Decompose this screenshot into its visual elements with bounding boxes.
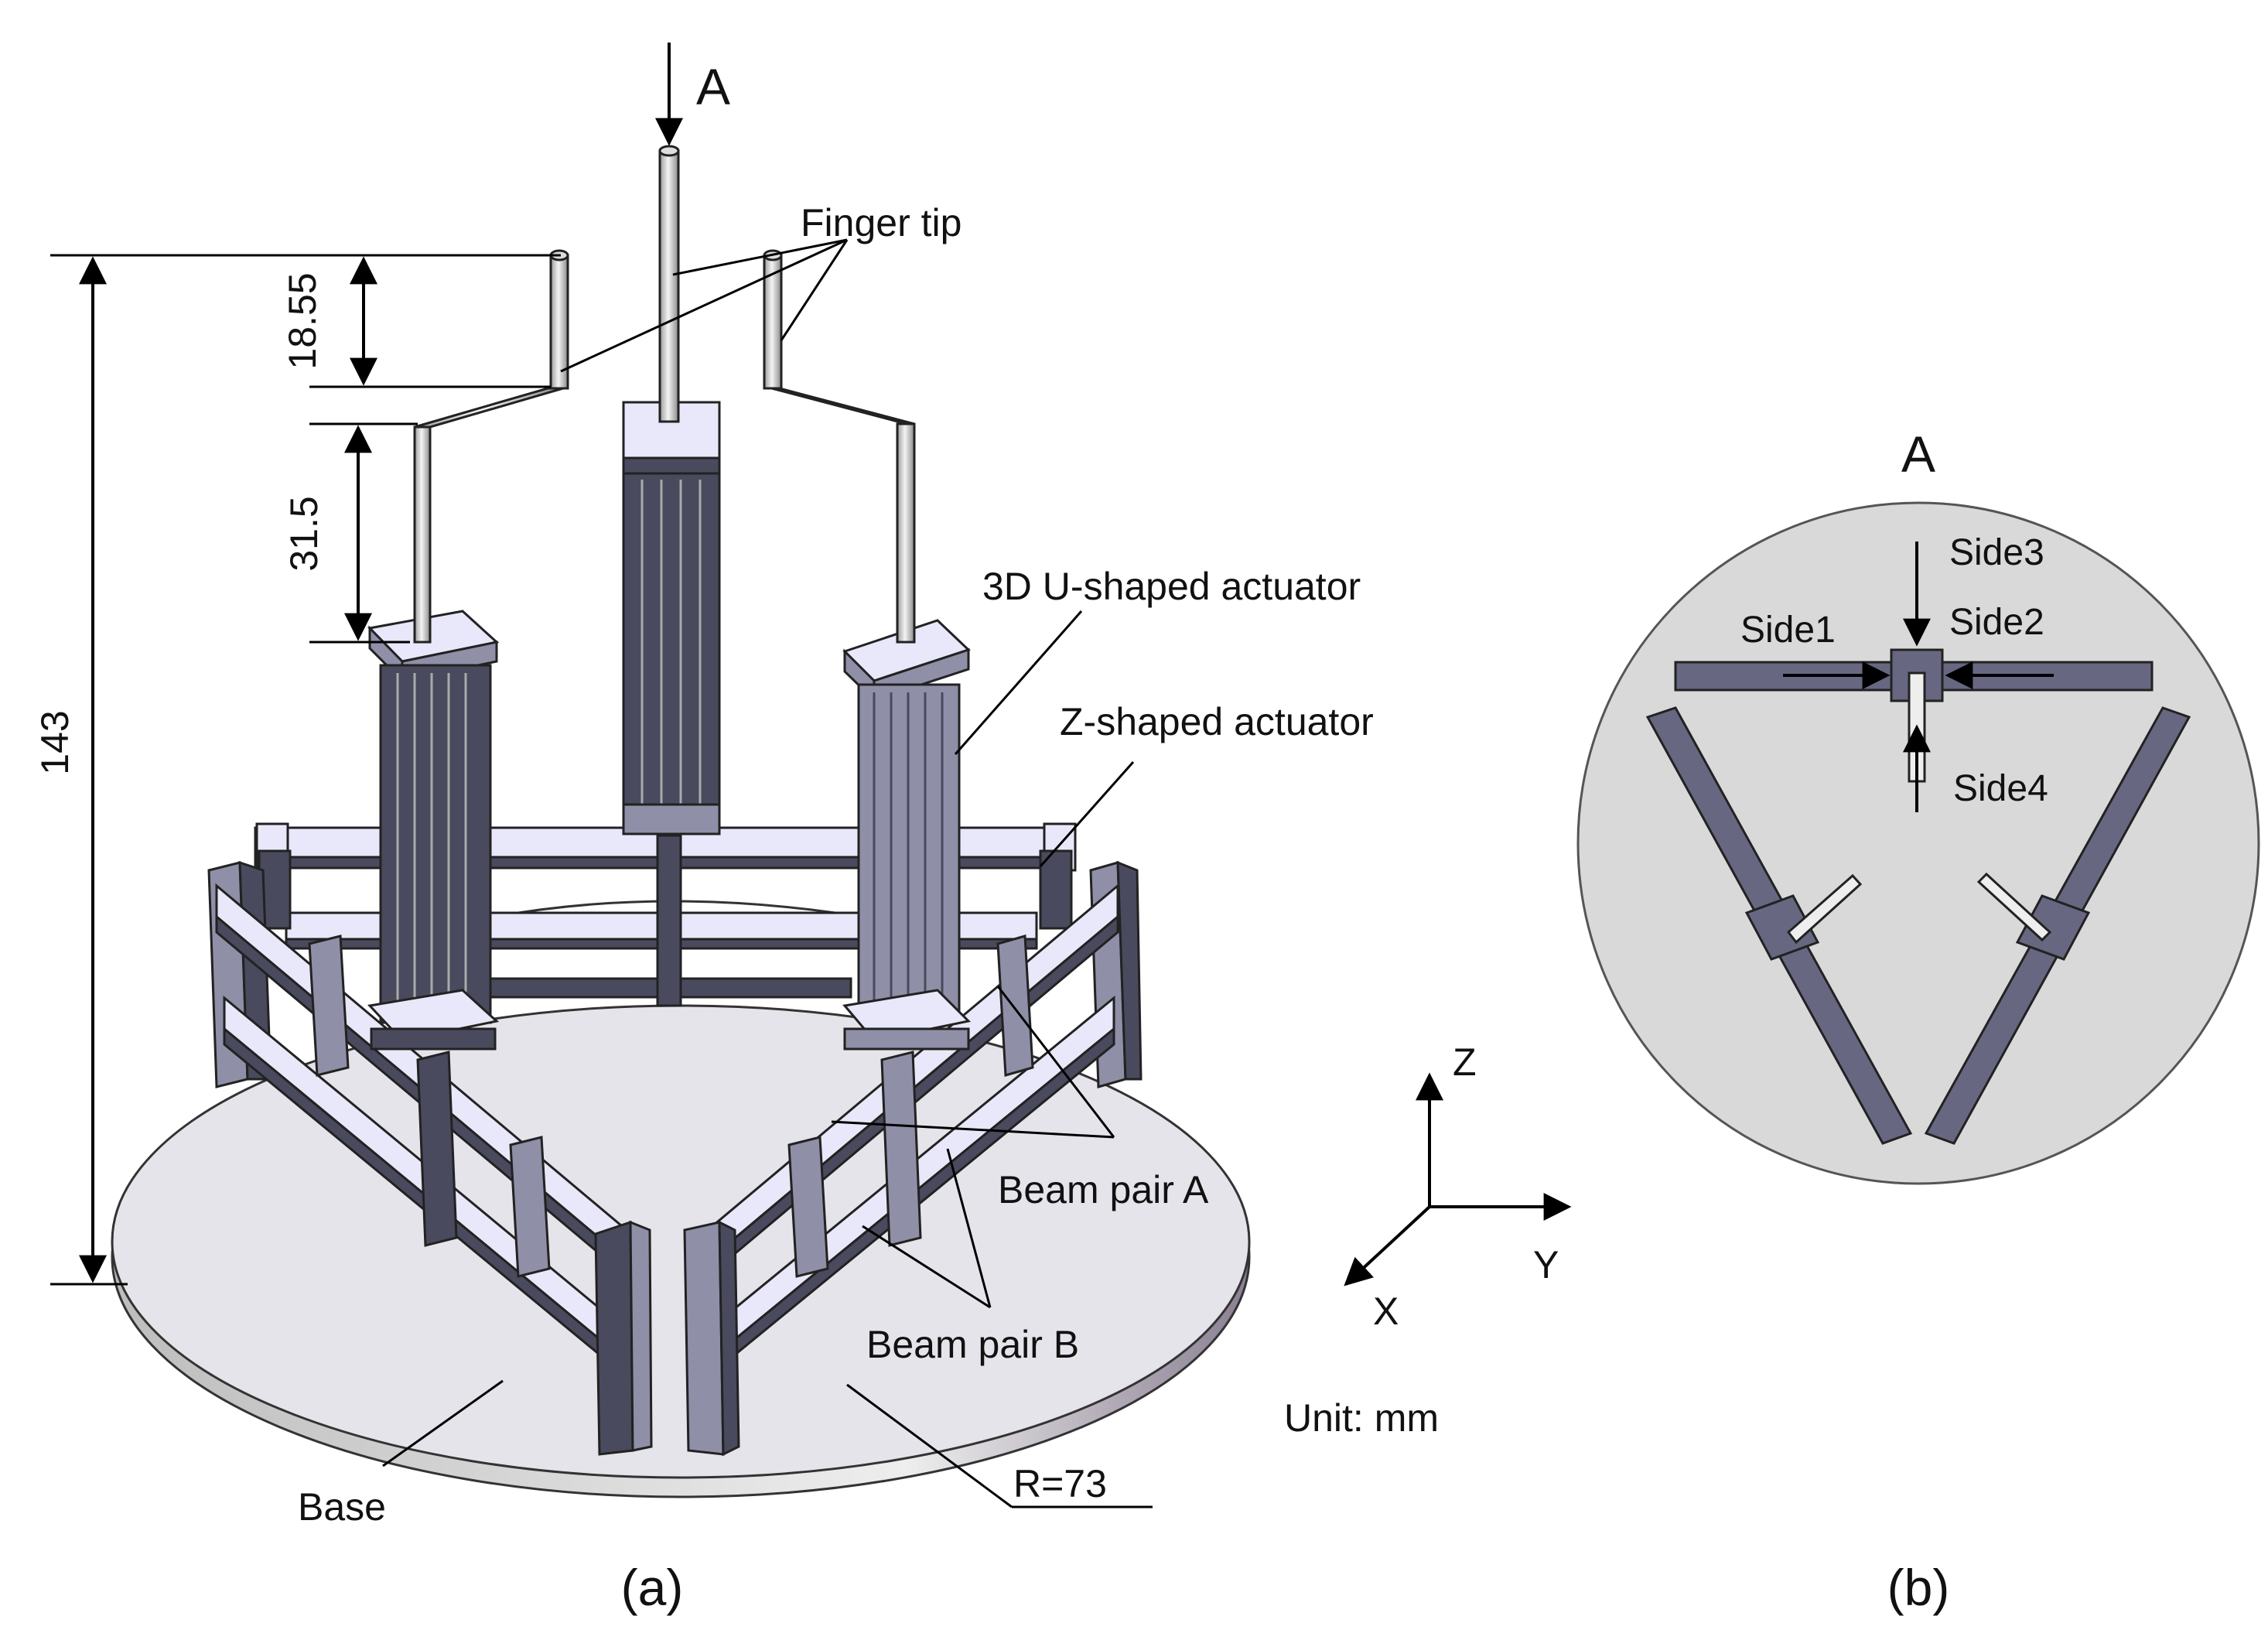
radius-callout: R=73 bbox=[846, 1383, 1153, 1508]
side2-label: Side2 bbox=[1949, 602, 2044, 643]
right-u-actuator bbox=[842, 619, 972, 1051]
center-u-actuator bbox=[622, 401, 721, 835]
left-finger-rod bbox=[413, 249, 569, 644]
z-actuator-label: Z-shaped actuator bbox=[1060, 700, 1374, 743]
unit-label: Unit: mm bbox=[1284, 1396, 1439, 1440]
caption-b: (b) bbox=[1887, 1559, 1950, 1616]
left-diagonal-beam bbox=[1645, 706, 1913, 1145]
dimension-31-5: 31.5 bbox=[282, 422, 418, 644]
dim-31-5-label: 31.5 bbox=[282, 496, 326, 571]
right-beam-frame bbox=[683, 860, 1143, 1457]
side3-label: Side3 bbox=[1949, 532, 2044, 573]
right-finger-rod bbox=[763, 249, 916, 644]
side-arrows bbox=[1783, 542, 2054, 812]
dim-143-label: 143 bbox=[33, 710, 77, 774]
base-callout: Base bbox=[298, 1379, 504, 1529]
side1-label: Side1 bbox=[1740, 610, 1836, 651]
z-actuator-callout: Z-shaped actuator bbox=[1039, 700, 1374, 867]
finger-tip-label: Finger tip bbox=[801, 201, 962, 244]
beam-pair-b-callout: Beam pair B bbox=[862, 1148, 1079, 1366]
beam-pair-a-callout: Beam pair A bbox=[831, 986, 1209, 1211]
center-finger-rod bbox=[658, 145, 680, 423]
left-u-actuator bbox=[367, 610, 500, 1051]
dim-18-55-label: 18.55 bbox=[281, 272, 324, 369]
dimension-143: 143 bbox=[33, 254, 561, 1286]
panel-b-title: A bbox=[1901, 425, 1935, 483]
beam-pair-b-label: Beam pair B bbox=[866, 1323, 1079, 1366]
axes-triad: Z Y X bbox=[1344, 1040, 1572, 1333]
dimension-18-55: 18.55 bbox=[281, 256, 551, 388]
u-actuator-label: 3D U-shaped actuator bbox=[982, 565, 1361, 608]
view-arrow-label: A bbox=[696, 58, 730, 115]
axis-z-label: Z bbox=[1453, 1040, 1477, 1084]
panel-a-3d-view: A Finger tip 143 18.55 31.5 bbox=[33, 43, 1439, 1616]
panel-b-top-view: A Side1 Side2 Side3 Side4 bbox=[1576, 425, 2260, 1616]
base-label: Base bbox=[298, 1485, 386, 1529]
axis-y-label: Y bbox=[1533, 1243, 1559, 1286]
finger-tip-callout: Finger tip bbox=[560, 201, 962, 373]
view-arrow-a: A bbox=[655, 43, 730, 146]
side4-label: Side4 bbox=[1953, 768, 2048, 809]
caption-a: (a) bbox=[621, 1559, 684, 1616]
left-beam-frame bbox=[207, 860, 653, 1456]
radius-label: R=73 bbox=[1013, 1462, 1107, 1505]
u-actuator-callout: 3D U-shaped actuator bbox=[954, 565, 1361, 755]
right-diagonal-beam bbox=[1924, 706, 2191, 1145]
beam-pair-a-label: Beam pair A bbox=[998, 1168, 1209, 1211]
axis-x-label: X bbox=[1373, 1290, 1399, 1333]
